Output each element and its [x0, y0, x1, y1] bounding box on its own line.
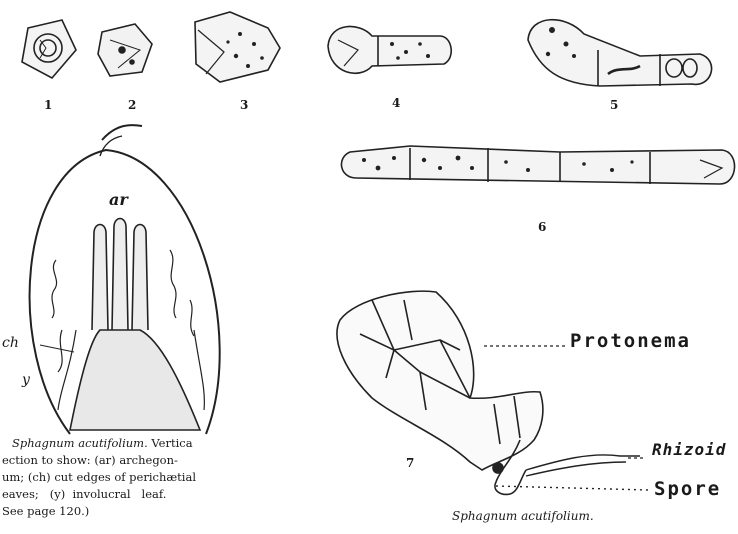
label-ar: ar [109, 190, 128, 209]
spore-stage-1 [22, 20, 76, 78]
label-protonema: Protonema [570, 330, 691, 352]
figure-number-3: 3 [240, 98, 248, 112]
label-spore: Spore [654, 478, 721, 500]
figure-number-5: 5 [610, 98, 618, 112]
left-caption-line-4: eaves; (y) involucral leaf. [2, 486, 262, 503]
label-rhizoid: Rhizoid [652, 440, 726, 459]
figure-number-1: 1 [44, 98, 52, 112]
figure-number-4: 4 [392, 96, 400, 110]
left-caption-line-1: Vertica [151, 436, 192, 450]
label-ch: ch [2, 335, 19, 351]
left-caption-line-2: ection to show: (ar) archegon- [2, 452, 262, 469]
figure-number-2: 2 [128, 98, 136, 112]
spore-stage-3 [195, 12, 280, 82]
left-caption-line-3: um; (ch) cut edges of perichætial [2, 469, 262, 486]
figure-number-6: 6 [538, 220, 546, 234]
spore-stage-4 [328, 27, 451, 74]
archegonium-section [30, 125, 220, 434]
spore-stage-2 [98, 24, 152, 76]
figure-number-7: 7 [406, 456, 414, 470]
left-caption: Sphagnum acutifolium. Vertica ection to … [2, 435, 262, 520]
label-y: y [22, 372, 30, 388]
spore-stage-5 [528, 20, 712, 86]
left-caption-line-5: See page 120.) [2, 503, 262, 520]
protonema-figure [337, 291, 648, 494]
spore-stage-6 [341, 146, 734, 184]
left-caption-name: Sphagnum acutifolium. [12, 436, 148, 450]
right-caption: Sphagnum acutifolium. [452, 509, 594, 523]
